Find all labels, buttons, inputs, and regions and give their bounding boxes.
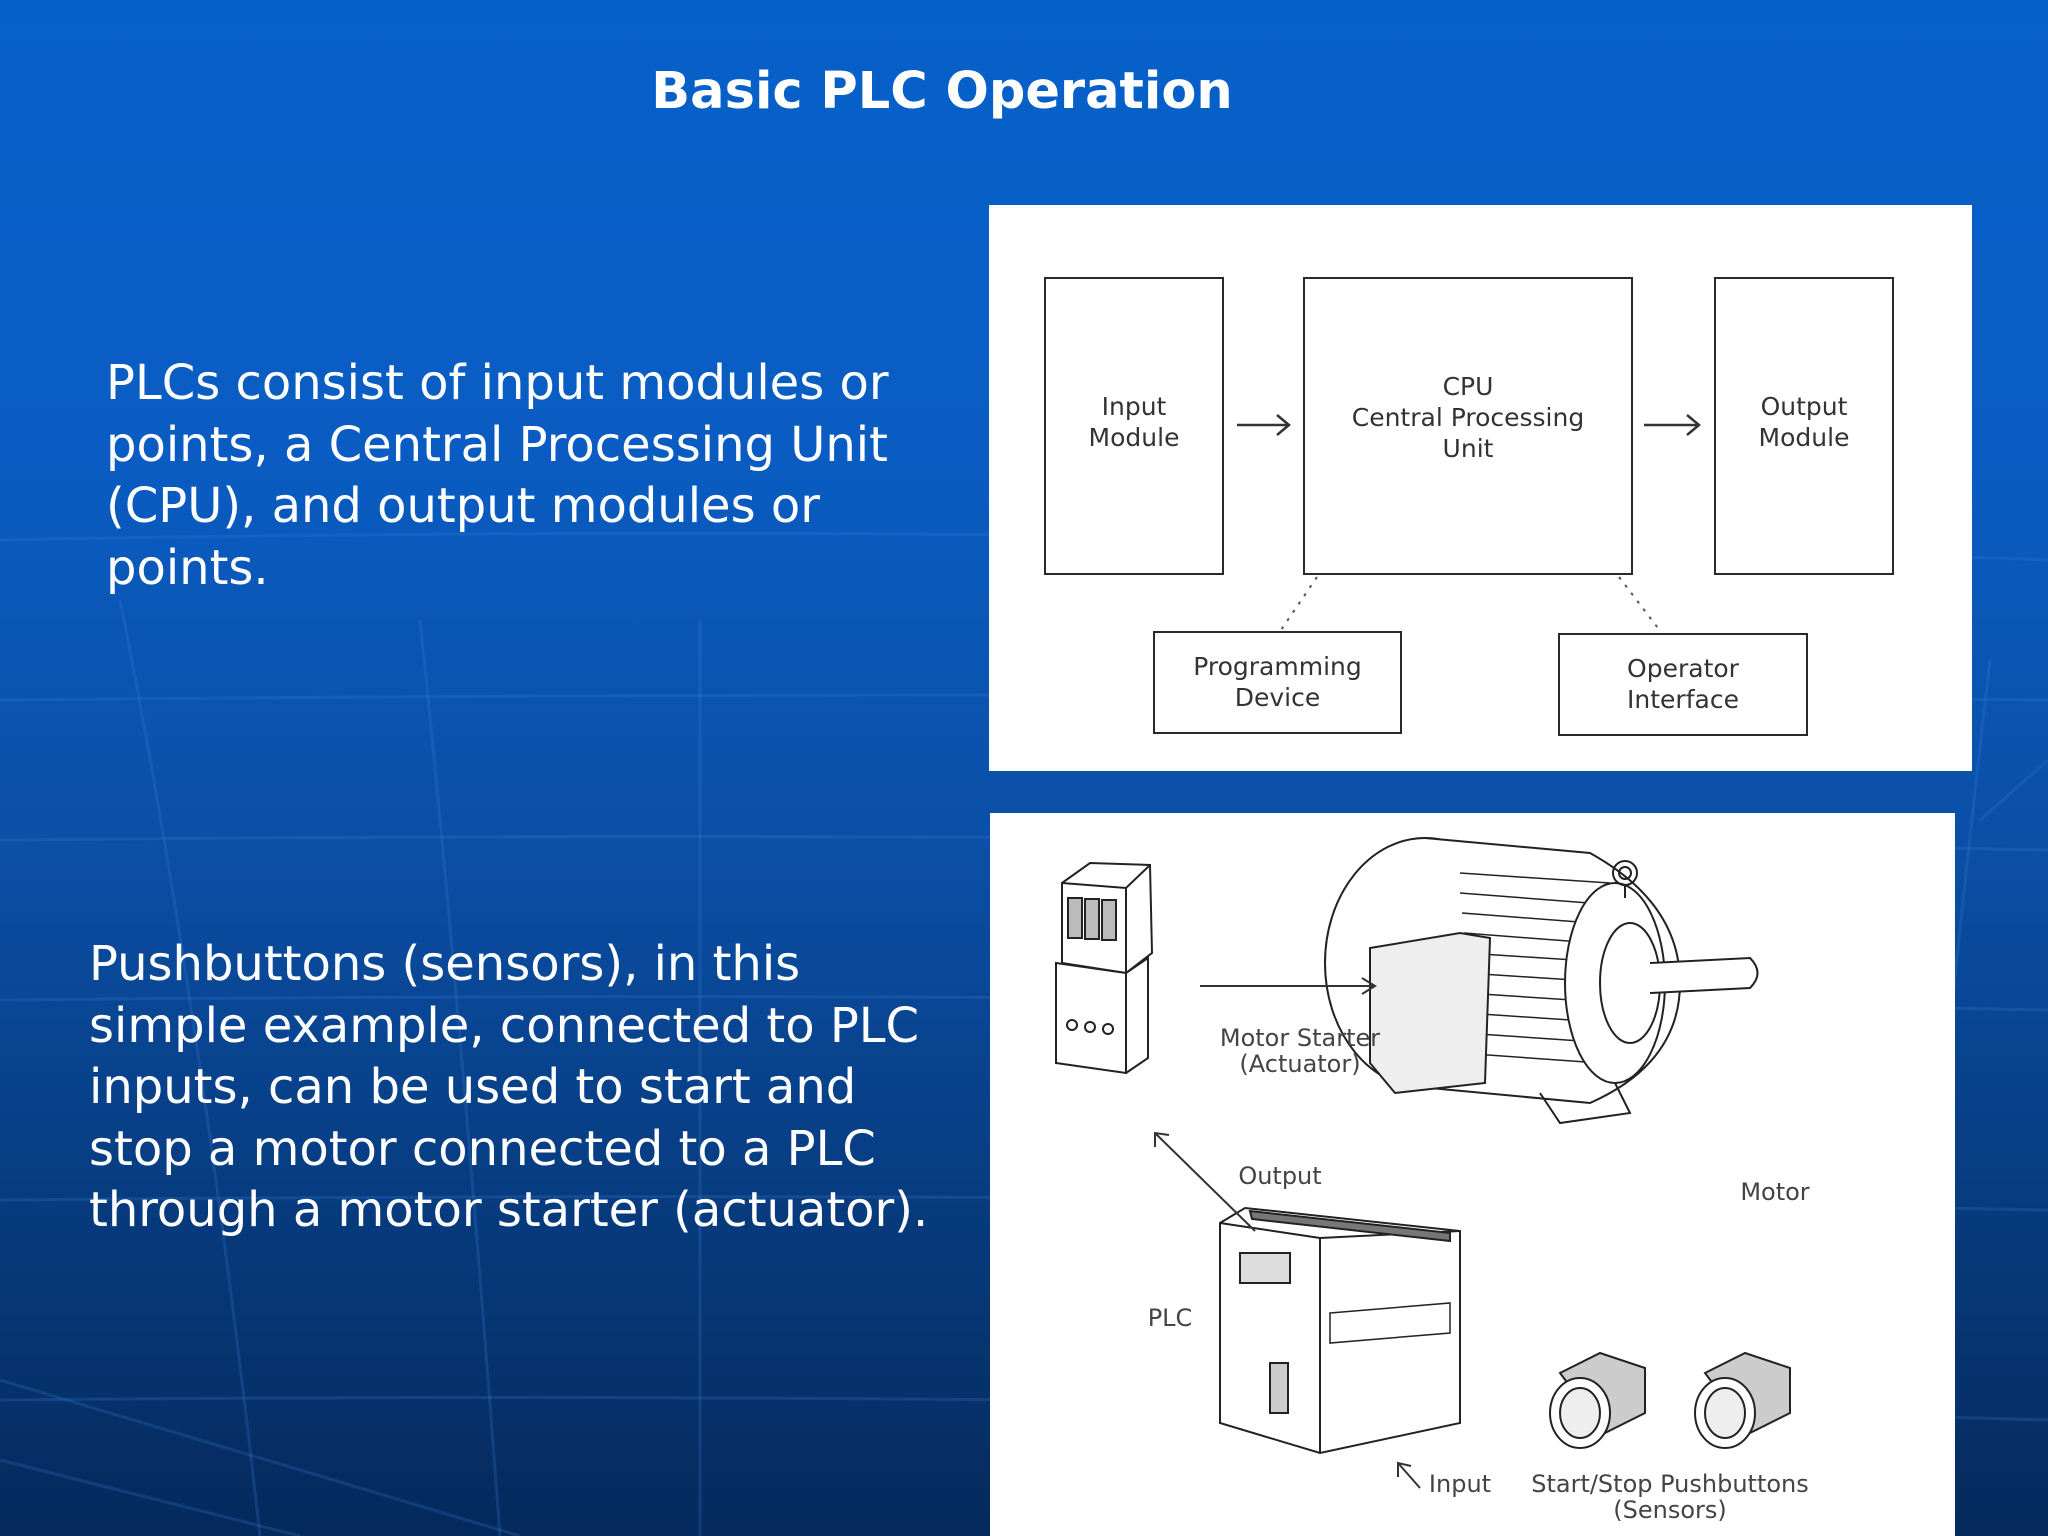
output-module-label-line-1: Output <box>1760 392 1848 421</box>
operator-interface-box: Operator Interface <box>1558 633 1808 736</box>
input-module-box: Input Module <box>1044 277 1224 575</box>
cpu-box: CPU Central Processing Unit <box>1303 277 1633 575</box>
cpu-label-line-2: Central Processing <box>1351 403 1585 432</box>
operator-interface-label-line-1: Operator <box>1627 654 1739 683</box>
plc-unit-icon <box>1219 1206 1461 1455</box>
programming-device-box: Programming Device <box>1153 631 1402 734</box>
input-label: Input <box>1428 1470 1492 1498</box>
operator-interface-label-line-2: Interface <box>1627 685 1739 714</box>
stop-pushbutton-icon <box>1694 1351 1791 1449</box>
input-module-label-line-2: Module <box>1088 423 1180 452</box>
cpu-to-output-arrow <box>1644 414 1701 436</box>
input-module-label-line-1: Input <box>1101 392 1167 421</box>
plc-label: PLC <box>1147 1304 1193 1332</box>
input-arrow <box>1397 1461 1421 1489</box>
cpu-label-line-3: Unit <box>1442 434 1494 463</box>
plc-to-starter-arrow <box>1154 1131 1256 1232</box>
output-label: Output <box>1238 1162 1322 1190</box>
pushbuttons-label-line-1: Start/Stop Pushbuttons <box>1531 1470 1809 1498</box>
cpu-to-operator-link <box>1618 576 1662 633</box>
cpu-label: CPU Central Processing Unit <box>1305 371 1631 464</box>
programming-device-label: Programming Device <box>1155 651 1400 713</box>
pushbuttons-label-line-2: (Sensors) <box>1613 1496 1727 1524</box>
pushbuttons-label: Start/Stop Pushbuttons (Sensors) <box>1525 1471 1815 1523</box>
motor-starter-label-line-2: (Actuator) <box>1239 1050 1361 1078</box>
programming-device-label-line-1: Programming <box>1193 652 1362 681</box>
starter-to-motor-arrow <box>1200 977 1377 995</box>
pushbutton-example-paragraph: Pushbuttons (sensors), in this simple ex… <box>89 936 929 1238</box>
operator-interface-label: Operator Interface <box>1560 653 1806 715</box>
input-module-label: Input Module <box>1046 391 1222 453</box>
output-module-label-line-2: Module <box>1758 423 1850 452</box>
output-module-label: Output Module <box>1716 391 1892 453</box>
hardware-drawing <box>1055 837 1791 1489</box>
output-module-box: Output Module <box>1714 277 1894 575</box>
slide-title: Basic PLC Operation <box>651 62 1233 121</box>
cpu-to-programming-link <box>1280 576 1318 631</box>
motor-icon <box>1324 837 1759 1125</box>
plc-hardware-illustration: Motor Starter (Actuator) Motor Output PL… <box>990 813 1955 1536</box>
cpu-label-line-1: CPU <box>1442 372 1494 401</box>
plc-components-paragraph: PLCs consist of input modules or points,… <box>106 355 889 596</box>
motor-label: Motor <box>1740 1178 1810 1206</box>
input-to-cpu-arrow <box>1237 414 1291 436</box>
block-diagram-connectors <box>1237 414 1701 633</box>
start-pushbutton-icon <box>1549 1351 1646 1449</box>
motor-starter-label: Motor Starter (Actuator) <box>1200 1025 1400 1077</box>
motor-starter-icon <box>1055 861 1154 1075</box>
motor-starter-label-line-1: Motor Starter <box>1219 1024 1381 1052</box>
programming-device-label-line-2: Device <box>1234 683 1321 712</box>
plc-block-diagram: Input Module CPU Central Processing Unit… <box>989 205 1972 771</box>
